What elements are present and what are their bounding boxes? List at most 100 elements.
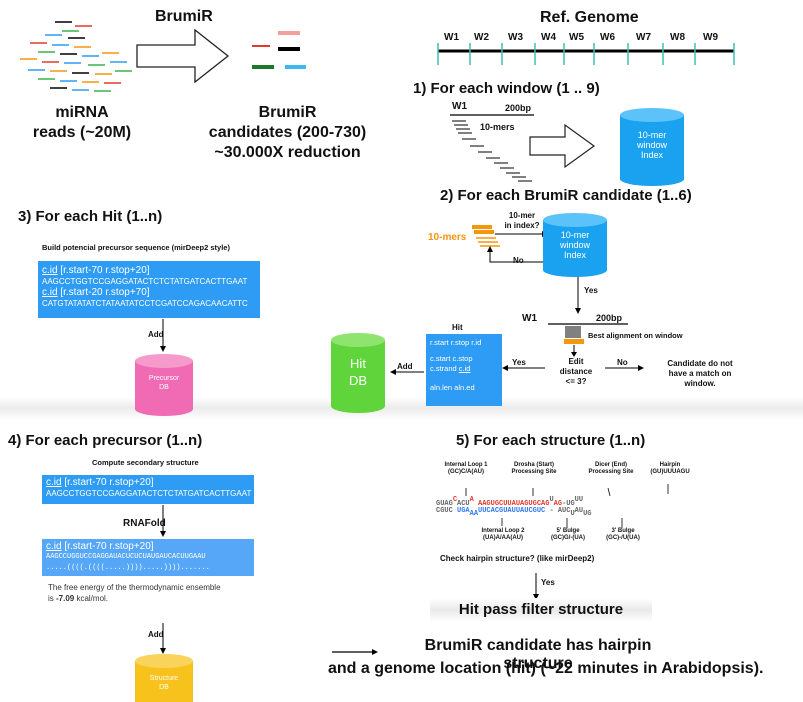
kmer-staircase-step1 — [452, 120, 532, 182]
bottom-strand-seg4: UUCACGUAUUAUCGUC — [478, 507, 546, 515]
yes-label-left: Yes — [512, 358, 526, 367]
window-label-w3: W3 — [508, 32, 523, 43]
best-alignment-label: Best alignment on window — [588, 331, 683, 340]
alignment-comb — [565, 326, 581, 338]
step1-window-label: W1 — [452, 101, 467, 112]
top-strand-seg3: ACU — [457, 500, 470, 508]
top-strand-seg8: -UG — [562, 500, 575, 508]
step1-bp-label: 200bp — [505, 103, 532, 113]
precursor-range-2: [r.start-20 r.stop+70] — [57, 287, 150, 298]
step4-seq: AAGCCTGGTCCGAGGATACTCTCTATGATCACTTGAAT — [46, 489, 252, 498]
structure-db: Structure DB — [135, 654, 193, 702]
label-internal-loop2: Internal Loop 2 (UA)A/AA(AU) — [481, 528, 525, 541]
label-3-bulge: 3' Bulge (GC)-/U(UA) — [606, 528, 640, 541]
label-drosha: Drosha (Start) Processing Site — [511, 462, 557, 475]
section-divider-band — [0, 397, 803, 421]
hit-field-line4: aln.len aln.ed — [430, 383, 475, 392]
hit-field-line2: c.start c.stop — [430, 354, 473, 363]
free-energy-value: -7.09 — [56, 594, 75, 603]
hit-record-box: r.start r.stop r.id c.start c.stop c.str… — [426, 334, 502, 406]
add-label-hitdb: Add — [397, 362, 413, 371]
step2-window-label: W1 — [522, 313, 537, 324]
step1-kmers-label: 10-mers — [480, 122, 515, 132]
label-hairpin: Hairpin (GU)UUUAGU — [650, 462, 690, 475]
precursor-input-box: c.id [r.start-70 r.stop+20] AAGCCTGGTCCG… — [42, 475, 254, 504]
genome-window-ticks — [437, 43, 735, 65]
step4-cid-1: c.id — [46, 477, 62, 488]
hit-field-strand: c.strand — [430, 364, 459, 373]
hairpin-bottom-strand: CGUC UGAAAUUCACGUAUUAUCGUC - AUCUAUUG — [436, 507, 591, 518]
hairpin-top-strand: GUAGCACUA AAGUGCUUAUAGUGCAGUAG-UGUU — [436, 496, 583, 508]
window-label-w1: W1 — [444, 32, 459, 43]
conclusion-line1: BrumiR candidate has hairpin structure — [424, 637, 652, 672]
step4-subtitle: Compute secondary structure — [92, 458, 199, 467]
step4-header-1: c.id [r.start-70 r.stop+20] — [46, 477, 250, 488]
bottom-strand-seg7: AU — [574, 507, 584, 515]
precursor-db: Precursor DB — [135, 354, 193, 416]
brumir-arrow-label: BrumiR — [155, 8, 213, 25]
window-label-w6: W6 — [600, 32, 615, 43]
tenmer-index-db-step2: 10-mer window Index — [543, 213, 607, 277]
top-strand-seg7: AG — [553, 500, 563, 508]
top-strand-seg9: UU — [574, 496, 584, 504]
hit-field-line3: c.strand c.id — [430, 364, 498, 374]
pass-band — [430, 598, 652, 622]
window-label-w4: W4 — [541, 32, 556, 43]
bottom-strand-seg6: U — [570, 510, 575, 518]
precursor-seq-1: AAGCCTGGTCCGAGGATACTCTCTATGATCACTTGAAT — [42, 277, 248, 286]
pass-filter-label: Hit pass filter structure — [458, 601, 624, 618]
conclusion-line2: and a genome location (hit) (~22 minutes… — [328, 660, 764, 677]
hit-db: Hit DB — [331, 333, 385, 413]
step4-range-1: [r.start-70 r.stop+20] — [61, 477, 154, 488]
label-dicer: Dicer (End) Processing Site — [588, 462, 634, 475]
tenmer-index-db-step1: 10-mer window Index — [620, 108, 684, 186]
best-alignment-bar — [564, 339, 584, 344]
precursor-cid-2: c.id — [42, 287, 58, 298]
question-label: 10-mer in index? — [504, 211, 540, 230]
top-strand-seg1: GUAG — [436, 500, 453, 508]
precursor-sequence-box: c.id [r.start-70 r.stop+20] AAGCCTGGTCCG… — [38, 261, 260, 318]
step2-bp-label: 200bp — [596, 313, 623, 323]
hit-field-cid: c.id — [458, 364, 471, 373]
step5-title: 5) For each structure (1..n) — [456, 432, 646, 449]
edit-distance-label: Edit distance <= 3? — [559, 357, 593, 386]
mirna-reads-cluster — [20, 21, 132, 92]
precursor-range-1: [r.start-70 r.stop+20] — [57, 265, 150, 276]
top-strand-seg5: AAGUGCUUAUAGUGCAG — [473, 500, 550, 508]
window-label-w7: W7 — [636, 32, 651, 43]
tenmer-stack — [472, 225, 500, 247]
free-energy-text: The free energy of the thermodynamic ens… — [48, 582, 268, 604]
hit-db-label: Hit DB — [348, 356, 368, 388]
window-label-w9: W9 — [703, 32, 718, 43]
tenmers-label: 10-mers — [428, 232, 467, 243]
bottom-strand-seg1: CGUC — [436, 507, 453, 515]
candidates-label: BrumiR candidates (200-730) ~30.000X red… — [208, 104, 367, 161]
free-energy-prefix: The free energy of the thermodynamic ens… — [48, 583, 221, 603]
step4-title: 4) For each precursor (1..n) — [8, 432, 203, 449]
no-label-right: No — [617, 358, 628, 367]
precursor-header-1: c.id [r.start-70 r.stop+20] — [42, 265, 256, 276]
add-label-structure: Add — [148, 630, 164, 639]
hit-field-line1: r.start r.stop r.id — [430, 338, 482, 347]
bottom-strand-seg8: UG — [583, 510, 592, 518]
no-match-label: Candidate do not have a match on window. — [667, 359, 733, 388]
check-hairpin-label: Check hairpin structure? (like mirDeep2) — [440, 554, 595, 563]
rnafold-output-box: c.id [r.start-70 r.stop+20] AAGCCUGGUCCG… — [42, 539, 254, 576]
genome-window-labels: W1 W2 W3 W4 W5 W6 W7 W8 W9 — [440, 32, 740, 46]
rnafold-label: RNAFold — [123, 518, 166, 529]
precursor-db-label: Precursor DB — [148, 375, 180, 391]
brumir-candidates-bars — [252, 31, 306, 69]
no-loop-arrow — [489, 250, 545, 263]
precursor-seq-2: CATGTATATATCTATAATATCCTCGATCCAGACAACATTC — [42, 299, 248, 308]
label-internal-loop1: Internal Loop 1 (GC)C/A(AU) — [444, 462, 488, 475]
bottom-strand-seg2: UGA — [452, 507, 470, 515]
step3-subtitle: Build potencial precursor sequence (mirD… — [42, 243, 230, 252]
brumir-hollow-arrow — [136, 28, 230, 84]
yes-label-check: Yes — [541, 578, 555, 587]
hit-title: Hit — [452, 323, 463, 332]
index-build-hollow-arrow — [529, 123, 596, 169]
step3-title: 3) For each Hit (1..n) — [18, 208, 163, 225]
top-strand-seg2: C — [452, 496, 458, 504]
window-label-w2: W2 — [474, 32, 489, 43]
